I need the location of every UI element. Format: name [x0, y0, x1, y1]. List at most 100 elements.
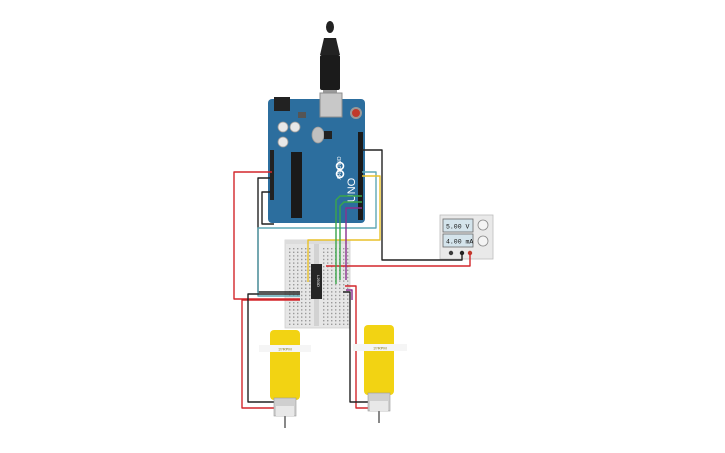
- breadboard-hole: [309, 320, 311, 322]
- power-supply[interactable]: 5.00 V 4.00 mA: [439, 214, 494, 260]
- breadboard-hole: [305, 312, 307, 315]
- breadboard-hole: [289, 302, 291, 304]
- voltage-value: 5.00 V: [446, 224, 470, 231]
- breadboard-hole: [293, 276, 295, 279]
- breadboard-hole: [323, 280, 325, 282]
- breadboard-hole: [289, 262, 291, 264]
- breadboard-hole: [331, 294, 333, 297]
- gear-motor-2[interactable]: 3?RPM: [353, 325, 407, 423]
- breadboard-hole: [343, 255, 345, 257]
- breadboard-hole: [301, 302, 303, 304]
- gear-motor-1[interactable]: 3?RPM: [259, 330, 311, 428]
- breadboard-hole: [339, 291, 341, 293]
- breadboard-hole: [323, 266, 325, 268]
- wire-motor1-black: [247, 293, 300, 403]
- breadboard-hole: [289, 312, 291, 315]
- breadboard-hole: [343, 316, 345, 318]
- breadboard-hole: [309, 251, 311, 253]
- board-logo-text: ARDUINO: [337, 156, 343, 179]
- breadboard-hole: [309, 280, 311, 282]
- breadboard-hole: [323, 276, 325, 279]
- usb-jack: [319, 92, 343, 118]
- breadboard-hole: [297, 305, 299, 307]
- breadboard-hole: [331, 305, 333, 307]
- breadboard-hole: [339, 294, 341, 297]
- breadboard-hole: [301, 262, 303, 264]
- breadboard-hole: [331, 273, 333, 275]
- breadboard-hole: [323, 323, 325, 325]
- breadboard-hole: [293, 312, 295, 315]
- motor-shaft-housing: [353, 344, 407, 351]
- breadboard-hole: [309, 305, 311, 307]
- usb-cable[interactable]: [320, 21, 340, 96]
- breadboard-hole: [305, 251, 307, 253]
- breadboard-hole: [289, 280, 291, 282]
- breadboard-hole: [301, 320, 303, 322]
- breadboard-hole: [309, 269, 311, 271]
- breadboard-hole: [297, 280, 299, 282]
- breadboard-hole: [347, 302, 349, 304]
- breadboard-hole: [327, 255, 329, 257]
- breadboard-hole: [305, 255, 307, 257]
- breadboard-hole: [297, 262, 299, 264]
- breadboard-hole: [343, 298, 345, 300]
- breadboard-hole: [301, 280, 303, 282]
- breadboard-hole: [327, 305, 329, 307]
- breadboard-hole: [331, 284, 333, 286]
- breadboard-hole: [335, 309, 337, 311]
- wire-red-left: [233, 171, 300, 300]
- breadboard-hole: [347, 298, 349, 300]
- breadboard-hole: [327, 309, 329, 311]
- motor-driver-chip[interactable]: L293D: [311, 264, 322, 299]
- breadboard-hole: [297, 251, 299, 253]
- breadboard-hole: [323, 291, 325, 293]
- breadboard-hole: [309, 248, 311, 250]
- breadboard-hole: [335, 302, 337, 304]
- breadboard-hole: [297, 273, 299, 275]
- breadboard-hole: [309, 287, 311, 289]
- breadboard-hole: [339, 312, 341, 315]
- reset-button[interactable]: [350, 107, 362, 119]
- breadboard-hole: [331, 262, 333, 264]
- breadboard-hole: [293, 248, 295, 250]
- terminal-negative[interactable]: [459, 250, 465, 256]
- breadboard-hole: [327, 294, 329, 297]
- breadboard-hole: [343, 258, 345, 261]
- breadboard-hole: [343, 323, 345, 325]
- breadboard-hole: [297, 266, 299, 268]
- breadboard-hole: [347, 305, 349, 307]
- motor-gearbox: [270, 330, 300, 400]
- breadboard-hole: [309, 294, 311, 297]
- motor-shaft-housing: [259, 345, 311, 352]
- voltage-knob[interactable]: [477, 219, 489, 231]
- current-knob[interactable]: [477, 235, 489, 247]
- digital-header: [358, 132, 363, 220]
- breadboard-hole: [297, 269, 299, 271]
- breadboard-hole: [309, 323, 311, 325]
- breadboard-hole: [339, 280, 341, 282]
- breadboard-hole: [289, 248, 291, 250]
- terminal-ground[interactable]: [448, 250, 454, 256]
- small-ic: [324, 131, 332, 139]
- breadboard-hole: [327, 316, 329, 318]
- breadboard-hole: [305, 280, 307, 282]
- breadboard-hole: [305, 294, 307, 297]
- breadboard-hole: [301, 298, 303, 300]
- breadboard-hole: [323, 309, 325, 311]
- breadboard-hole: [293, 255, 295, 257]
- atmega-chip: [291, 152, 302, 218]
- wire-teal: [257, 171, 377, 297]
- breadboard-hole: [335, 298, 337, 300]
- breadboard-hole: [323, 305, 325, 307]
- breadboard-hole: [305, 302, 307, 304]
- breadboard-hole: [331, 302, 333, 304]
- breadboard-hole: [309, 255, 311, 257]
- breadboard-hole: [289, 258, 291, 261]
- arduino-uno-board[interactable]: ARDUINO UNO: [268, 92, 365, 223]
- breadboard-hole: [339, 320, 341, 322]
- breadboard-hole: [347, 269, 349, 271]
- breadboard-hole: [343, 312, 345, 315]
- breadboard-hole: [301, 276, 303, 279]
- terminal-positive[interactable]: [467, 250, 473, 256]
- breadboard-hole: [289, 273, 291, 275]
